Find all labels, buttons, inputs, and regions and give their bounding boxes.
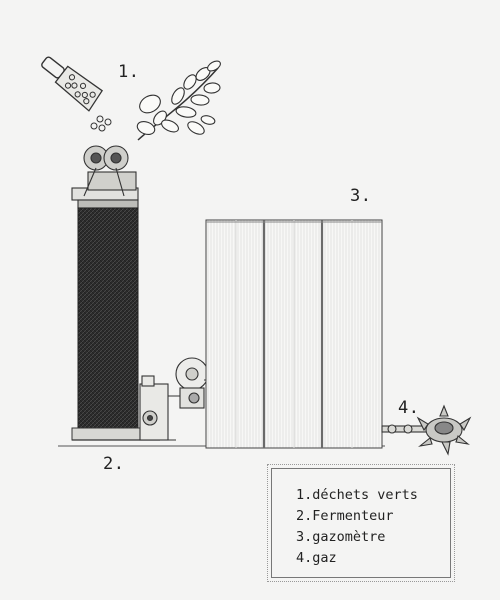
- pump-unit: [138, 375, 176, 441]
- leaf-branch-icon: [136, 60, 221, 141]
- legend-item: 2.Fermenteur: [296, 508, 394, 524]
- legend-item: 4.gaz: [296, 550, 337, 566]
- legend-item: 3.gazomètre: [296, 529, 386, 545]
- label-4: 4.: [398, 398, 420, 418]
- connector-motor: [168, 357, 209, 409]
- label-3: 3.: [350, 186, 372, 206]
- legend-item: 1.déchets verts: [296, 487, 418, 503]
- fermenter-top-mechanism: [71, 145, 139, 209]
- legend-box: 1.déchets verts 2.Fermenteur 3.gazomètre…: [267, 464, 455, 582]
- gasometer-tank: [205, 219, 383, 449]
- label-2: 2.: [103, 454, 125, 474]
- label-1: 1.: [118, 62, 140, 82]
- gas-burner-icon: [416, 404, 472, 456]
- fermenter-tank: [71, 207, 160, 441]
- seed-scoop-icon: [41, 56, 112, 132]
